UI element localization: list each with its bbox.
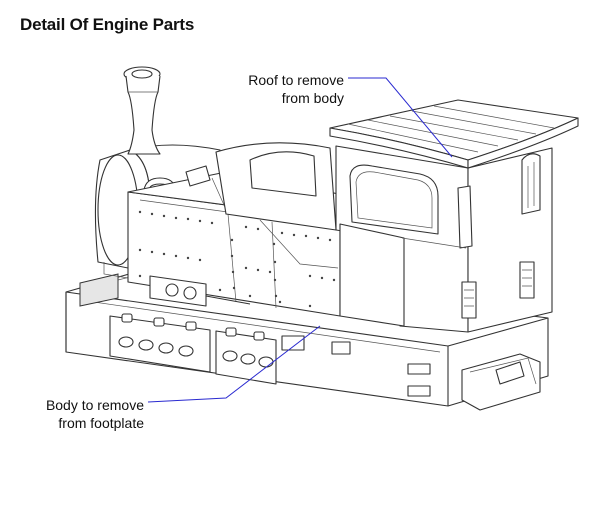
body-callout-label: Body to remove from footplate <box>18 396 144 432</box>
spectacle-plate <box>185 142 337 231</box>
roof-callout-line1: Roof to remove <box>248 72 344 88</box>
valve-gear <box>149 275 251 307</box>
body-callout-line2: from footplate <box>58 415 144 431</box>
roof-callout-label: Roof to remove from body <box>232 71 344 107</box>
cab <box>335 145 553 333</box>
roof-callout-line2: from body <box>281 90 344 106</box>
roof <box>329 99 579 169</box>
page-title: Detail Of Engine Parts <box>20 15 195 34</box>
body-leader-line <box>147 325 321 403</box>
roof-leader-line <box>348 77 453 158</box>
chimney <box>123 66 161 155</box>
body-callout-line1: Body to remove <box>45 397 144 413</box>
